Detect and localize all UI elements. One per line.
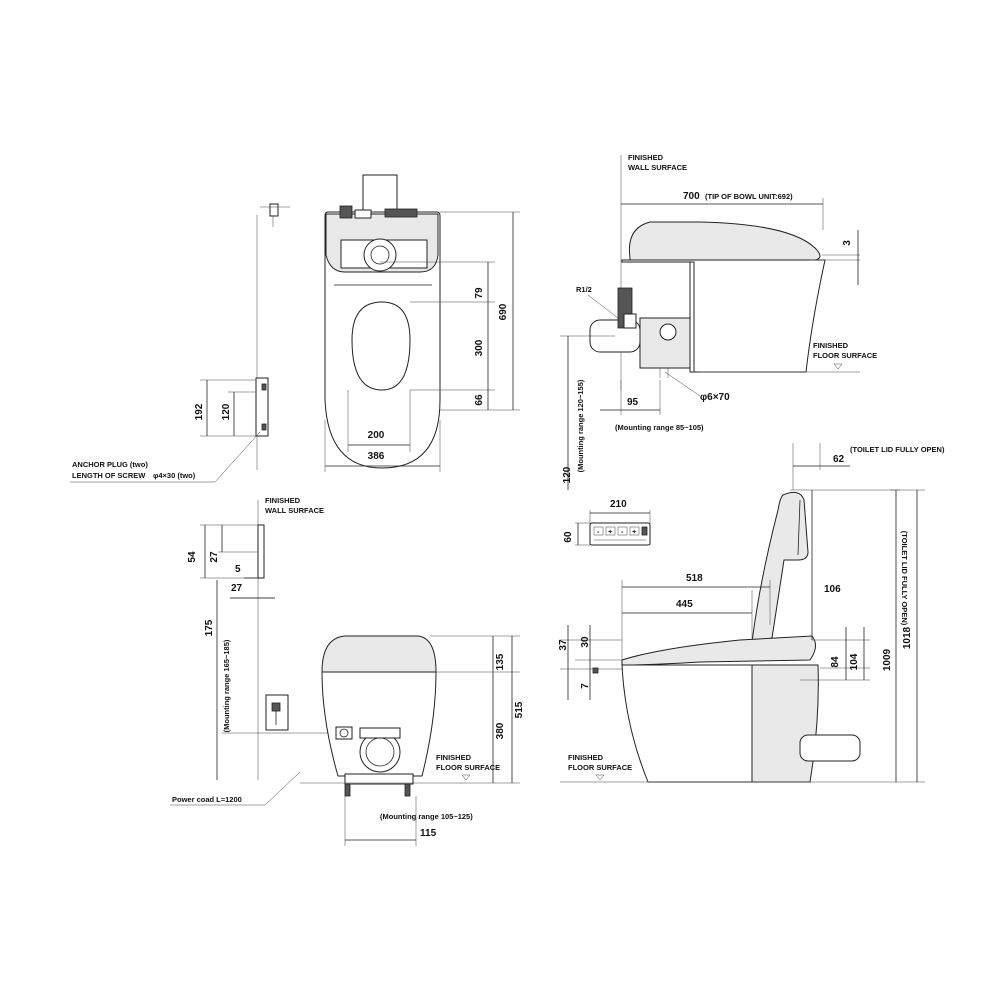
label-toilet-lid-open-2: (TOILET LID FULLY OPEN) xyxy=(900,531,909,626)
label-mounting-85-105: (Mounting range 85~105) xyxy=(615,423,704,432)
label-finished-floor-2b: FLOOR SURFACE xyxy=(436,763,500,772)
remote-button-label-4: + xyxy=(632,527,637,536)
dim-3: 3 xyxy=(842,240,853,246)
label-power-cord: Power coad L=1200 xyxy=(172,795,242,804)
dim-104: 104 xyxy=(849,653,860,670)
dim-300: 300 xyxy=(474,339,485,356)
label-finished-wall-3: FINISHED xyxy=(265,496,301,505)
side-view-lid-open: (TOILET LID FULLY OPEN) 62 FINISHED FLOO… xyxy=(558,443,945,783)
label-mounting-165-185: (Mounting range 165~185) xyxy=(222,639,231,732)
dim-518: 518 xyxy=(686,573,703,584)
side-pipe-2 xyxy=(799,734,861,762)
label-finished-floor-1b: FINISHED xyxy=(436,753,472,762)
label-finished-floor-2a: FLOOR SURFACE xyxy=(813,351,877,360)
side-seat xyxy=(621,635,816,666)
dim-7: 7 xyxy=(580,683,591,689)
remote-control: 210 60 - + - + xyxy=(563,499,651,546)
remote-button-label-3: - xyxy=(621,527,624,536)
plan-outlet-ring xyxy=(363,238,397,272)
dim-700: 700 xyxy=(683,191,700,202)
plan-anchor-bolt xyxy=(269,203,279,217)
side-lid xyxy=(628,221,821,261)
dim-380: 380 xyxy=(495,722,506,739)
front-body xyxy=(321,671,437,777)
label-mounting-105-125: (Mounting range 105~125) xyxy=(380,812,473,821)
dim-135: 135 xyxy=(495,653,506,670)
dim-30: 30 xyxy=(580,636,591,648)
front-power-outlet xyxy=(265,694,289,731)
label-mounting-120-155: (Mounting range 120~155) xyxy=(576,379,585,472)
dim-210: 210 xyxy=(610,499,627,510)
dim-1018: 1018 xyxy=(902,626,913,649)
plan-view: 690 79 300 66 200 386 192 120 ANCHOR PLU… xyxy=(70,174,520,483)
label-screw-size: φ4×30 (two) xyxy=(153,471,196,480)
plan-pipe xyxy=(362,174,398,216)
front-lid xyxy=(321,635,437,673)
plan-terminal xyxy=(384,208,418,218)
remote-button-2 xyxy=(605,526,616,536)
dim-66: 66 xyxy=(474,394,485,406)
plan-outlet-hole xyxy=(370,245,390,265)
dim-27a: 27 xyxy=(209,551,220,563)
dim-54: 54 xyxy=(187,551,198,563)
front-base-plate xyxy=(344,773,414,785)
dim-95: 95 xyxy=(627,397,639,408)
label-length-of-screw: LENGTH OF SCREW xyxy=(72,471,146,480)
plan-connector xyxy=(354,209,372,219)
dim-115: 115 xyxy=(420,828,437,839)
dim-84: 84 xyxy=(830,656,841,668)
plan-valve xyxy=(339,205,353,219)
dim-200: 200 xyxy=(368,430,385,441)
dim-515: 515 xyxy=(514,701,525,718)
dim-79: 79 xyxy=(474,287,485,299)
label-tip-of-bowl: (TIP OF BOWL UNIT:692) xyxy=(705,192,793,201)
remote-body xyxy=(589,522,651,546)
dim-690: 690 xyxy=(498,303,509,320)
dim-62: 62 xyxy=(833,454,845,465)
side-tank xyxy=(751,664,819,783)
dim-192: 192 xyxy=(194,403,205,420)
label-finished-floor-1c: FINISHED xyxy=(568,753,604,762)
label-pipe-size: φ6×70 xyxy=(700,392,730,403)
dim-60: 60 xyxy=(563,531,574,543)
remote-button-1 xyxy=(593,526,604,536)
dim-120a: 120 xyxy=(221,403,232,420)
remote-button-label-2: + xyxy=(608,527,613,536)
label-finished-wall-4: WALL SURFACE xyxy=(265,506,324,515)
label-anchor-plug: ANCHOR PLUG (two) xyxy=(72,460,148,469)
dim-27b: 27 xyxy=(231,583,243,594)
label-finished-floor-2c: FLOOR SURFACE xyxy=(568,763,632,772)
side-open-lid xyxy=(751,491,809,643)
dim-386: 386 xyxy=(368,451,385,462)
dim-445: 445 xyxy=(676,599,693,610)
front-bracket xyxy=(257,524,265,579)
front-view: FINISHED WALL SURFACE 54 27 5 27 175 (Mo… xyxy=(170,496,525,846)
dim-1009: 1009 xyxy=(882,648,893,671)
side-view-installation: FINISHED WALL SURFACE 700 (TIP OF BOWL U… xyxy=(560,153,877,490)
plan-bowl-opening xyxy=(351,301,411,391)
dim-175: 175 xyxy=(204,619,215,636)
label-finished-floor-1a: FINISHED xyxy=(813,341,849,350)
dim-106: 106 xyxy=(824,584,841,595)
remote-button-label-1: - xyxy=(597,527,600,536)
front-valve xyxy=(335,726,353,740)
remote-button-4 xyxy=(629,526,640,536)
dim-5: 5 xyxy=(235,564,241,575)
dim-37: 37 xyxy=(558,639,569,651)
dim-120b: 120 xyxy=(562,466,573,483)
plan-anchor-plug xyxy=(255,377,269,437)
label-pipe-thread: R1/2 xyxy=(576,285,592,294)
remote-button-3 xyxy=(617,526,628,536)
label-toilet-lid-open-1: (TOILET LID FULLY OPEN) xyxy=(850,445,945,454)
label-finished-wall-2: WALL SURFACE xyxy=(628,163,687,172)
label-finished-wall-1: FINISHED xyxy=(628,153,664,162)
side-body-2 xyxy=(621,664,753,783)
